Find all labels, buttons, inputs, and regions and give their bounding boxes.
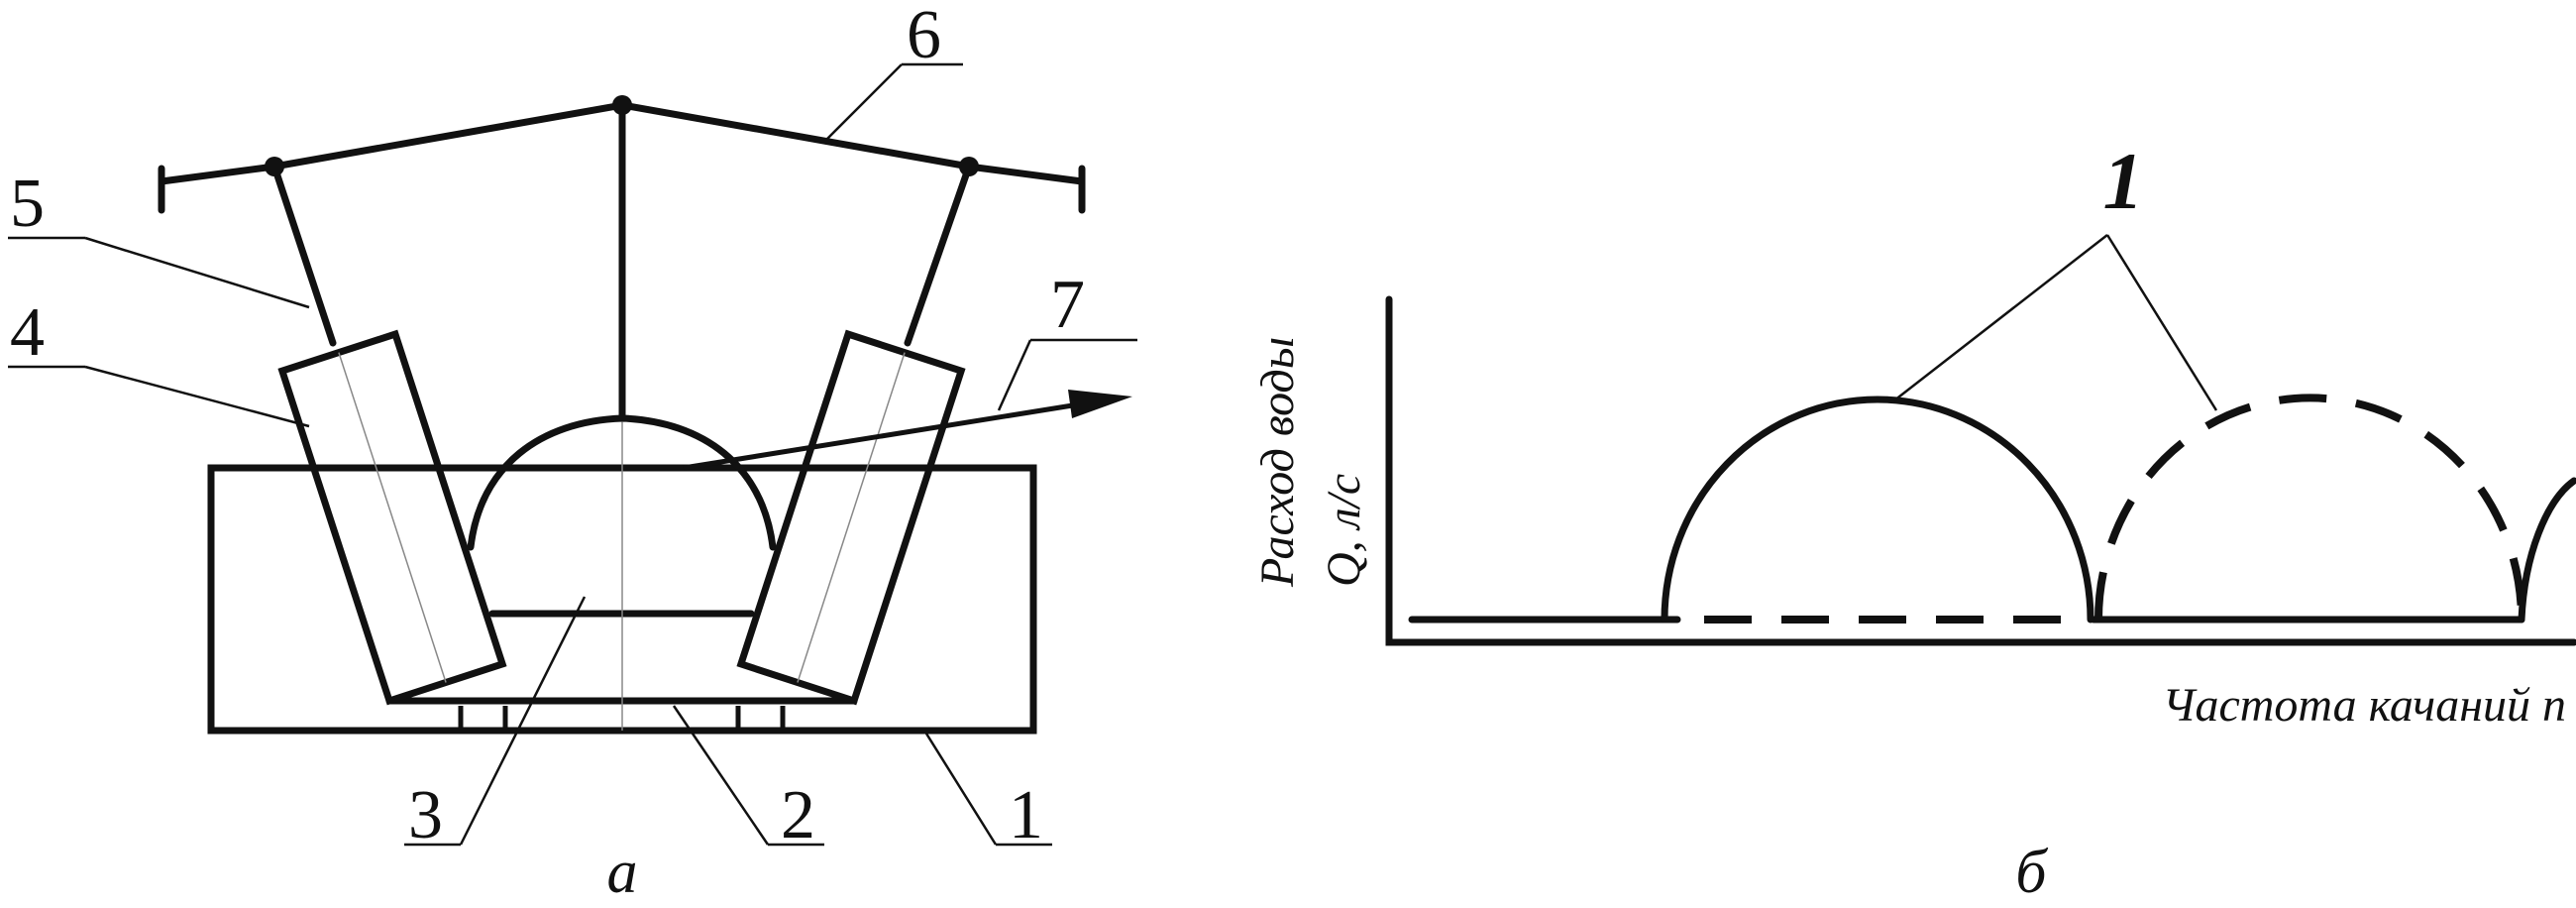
right-connecting-rod: [904, 163, 973, 347]
label-5: 5: [10, 166, 45, 242]
label-leaders: [8, 62, 1137, 847]
outflow-arrow: [683, 400, 1086, 471]
curve-label-1: 1: [2103, 136, 2144, 226]
label-4: 4: [10, 294, 45, 371]
next-arc-start: [2518, 477, 2576, 624]
label-6: 6: [907, 0, 941, 73]
pivot-joint: [959, 157, 979, 176]
figure-a-device: [158, 95, 1132, 735]
axes: [1385, 295, 2576, 646]
label-1: 1: [1009, 777, 1043, 853]
caption-a: а: [607, 839, 638, 906]
solid-arc: [1661, 396, 2094, 624]
leader-to-solid-arc: [1893, 234, 2108, 401]
leader-to-dashed-arc: [2105, 234, 2218, 411]
dashed-arc: [2094, 394, 2525, 621]
arrow-head: [1068, 390, 1132, 418]
pivot-joint: [612, 95, 632, 115]
y-axis-label-line1: Расход воды: [1251, 337, 1304, 588]
right-cylinder: [736, 329, 966, 706]
y-axis-label-line2: Q, л/с: [1318, 474, 1370, 587]
pivot-joint: [265, 157, 284, 176]
left-cylinder: [277, 329, 507, 706]
label-3: 3: [408, 777, 443, 853]
x-axis-label: Частота качаний n: [2162, 679, 2566, 732]
caption-b: б: [2015, 839, 2048, 906]
label-2: 2: [781, 777, 815, 853]
label-7: 7: [1050, 267, 1085, 343]
figure-b-graph: [1385, 234, 2576, 646]
left-connecting-rod: [270, 163, 337, 347]
